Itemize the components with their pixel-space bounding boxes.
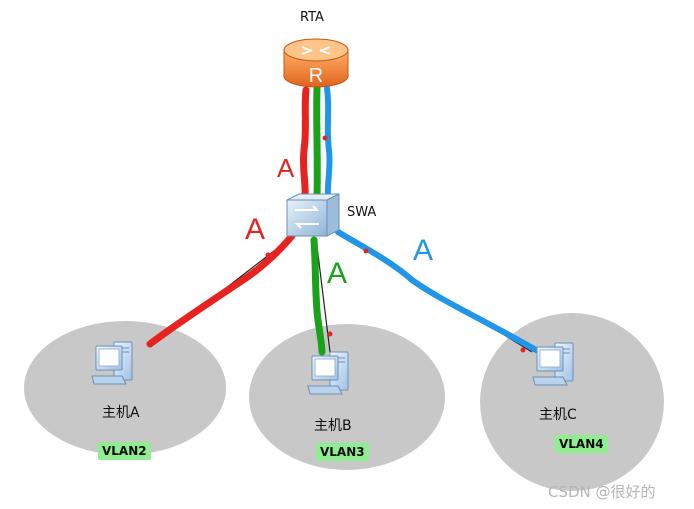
host-a-label: 主机A: [102, 405, 140, 421]
router-label: RTA: [300, 10, 324, 25]
path-label-red-host-a: A: [245, 213, 266, 246]
blue-path-host-c: [335, 229, 539, 353]
router-icon[interactable]: R: [283, 38, 349, 88]
port-dot: [322, 135, 328, 141]
vlan-badge-a: VLAN2: [98, 442, 151, 460]
host-c-label: 主机C: [539, 407, 577, 423]
path-label-red-trunk: A: [277, 153, 295, 183]
router-badge: R: [309, 65, 323, 87]
switch-label: SWA: [347, 205, 377, 220]
port-dot: [363, 248, 369, 254]
vlan-badge-c: VLAN4: [555, 435, 608, 453]
path-label-green: A: [327, 257, 348, 290]
computer-icon[interactable]: [307, 351, 349, 395]
port-dot: [520, 347, 526, 353]
path-label-blue: A: [413, 234, 434, 267]
watermark: CSDN @很好的: [548, 483, 656, 501]
port-dot: [265, 252, 271, 258]
vlan-zone-c: [480, 313, 664, 491]
blue-path-trunk: [324, 85, 333, 201]
host-b-label: 主机B: [314, 418, 352, 434]
green-path-host-b: [310, 236, 326, 356]
computer-icon[interactable]: [532, 342, 574, 386]
switch-icon[interactable]: [286, 193, 340, 237]
computer-icon[interactable]: [91, 341, 133, 385]
port-dot: [327, 331, 333, 337]
vlan-badge-b: VLAN3: [316, 443, 369, 461]
vlan-zone-b: [249, 324, 445, 470]
green-path-trunk: [313, 84, 321, 200]
vlan-zone-a: [24, 321, 226, 455]
red-path-host-a: [146, 232, 296, 348]
red-path-trunk: [299, 86, 310, 202]
